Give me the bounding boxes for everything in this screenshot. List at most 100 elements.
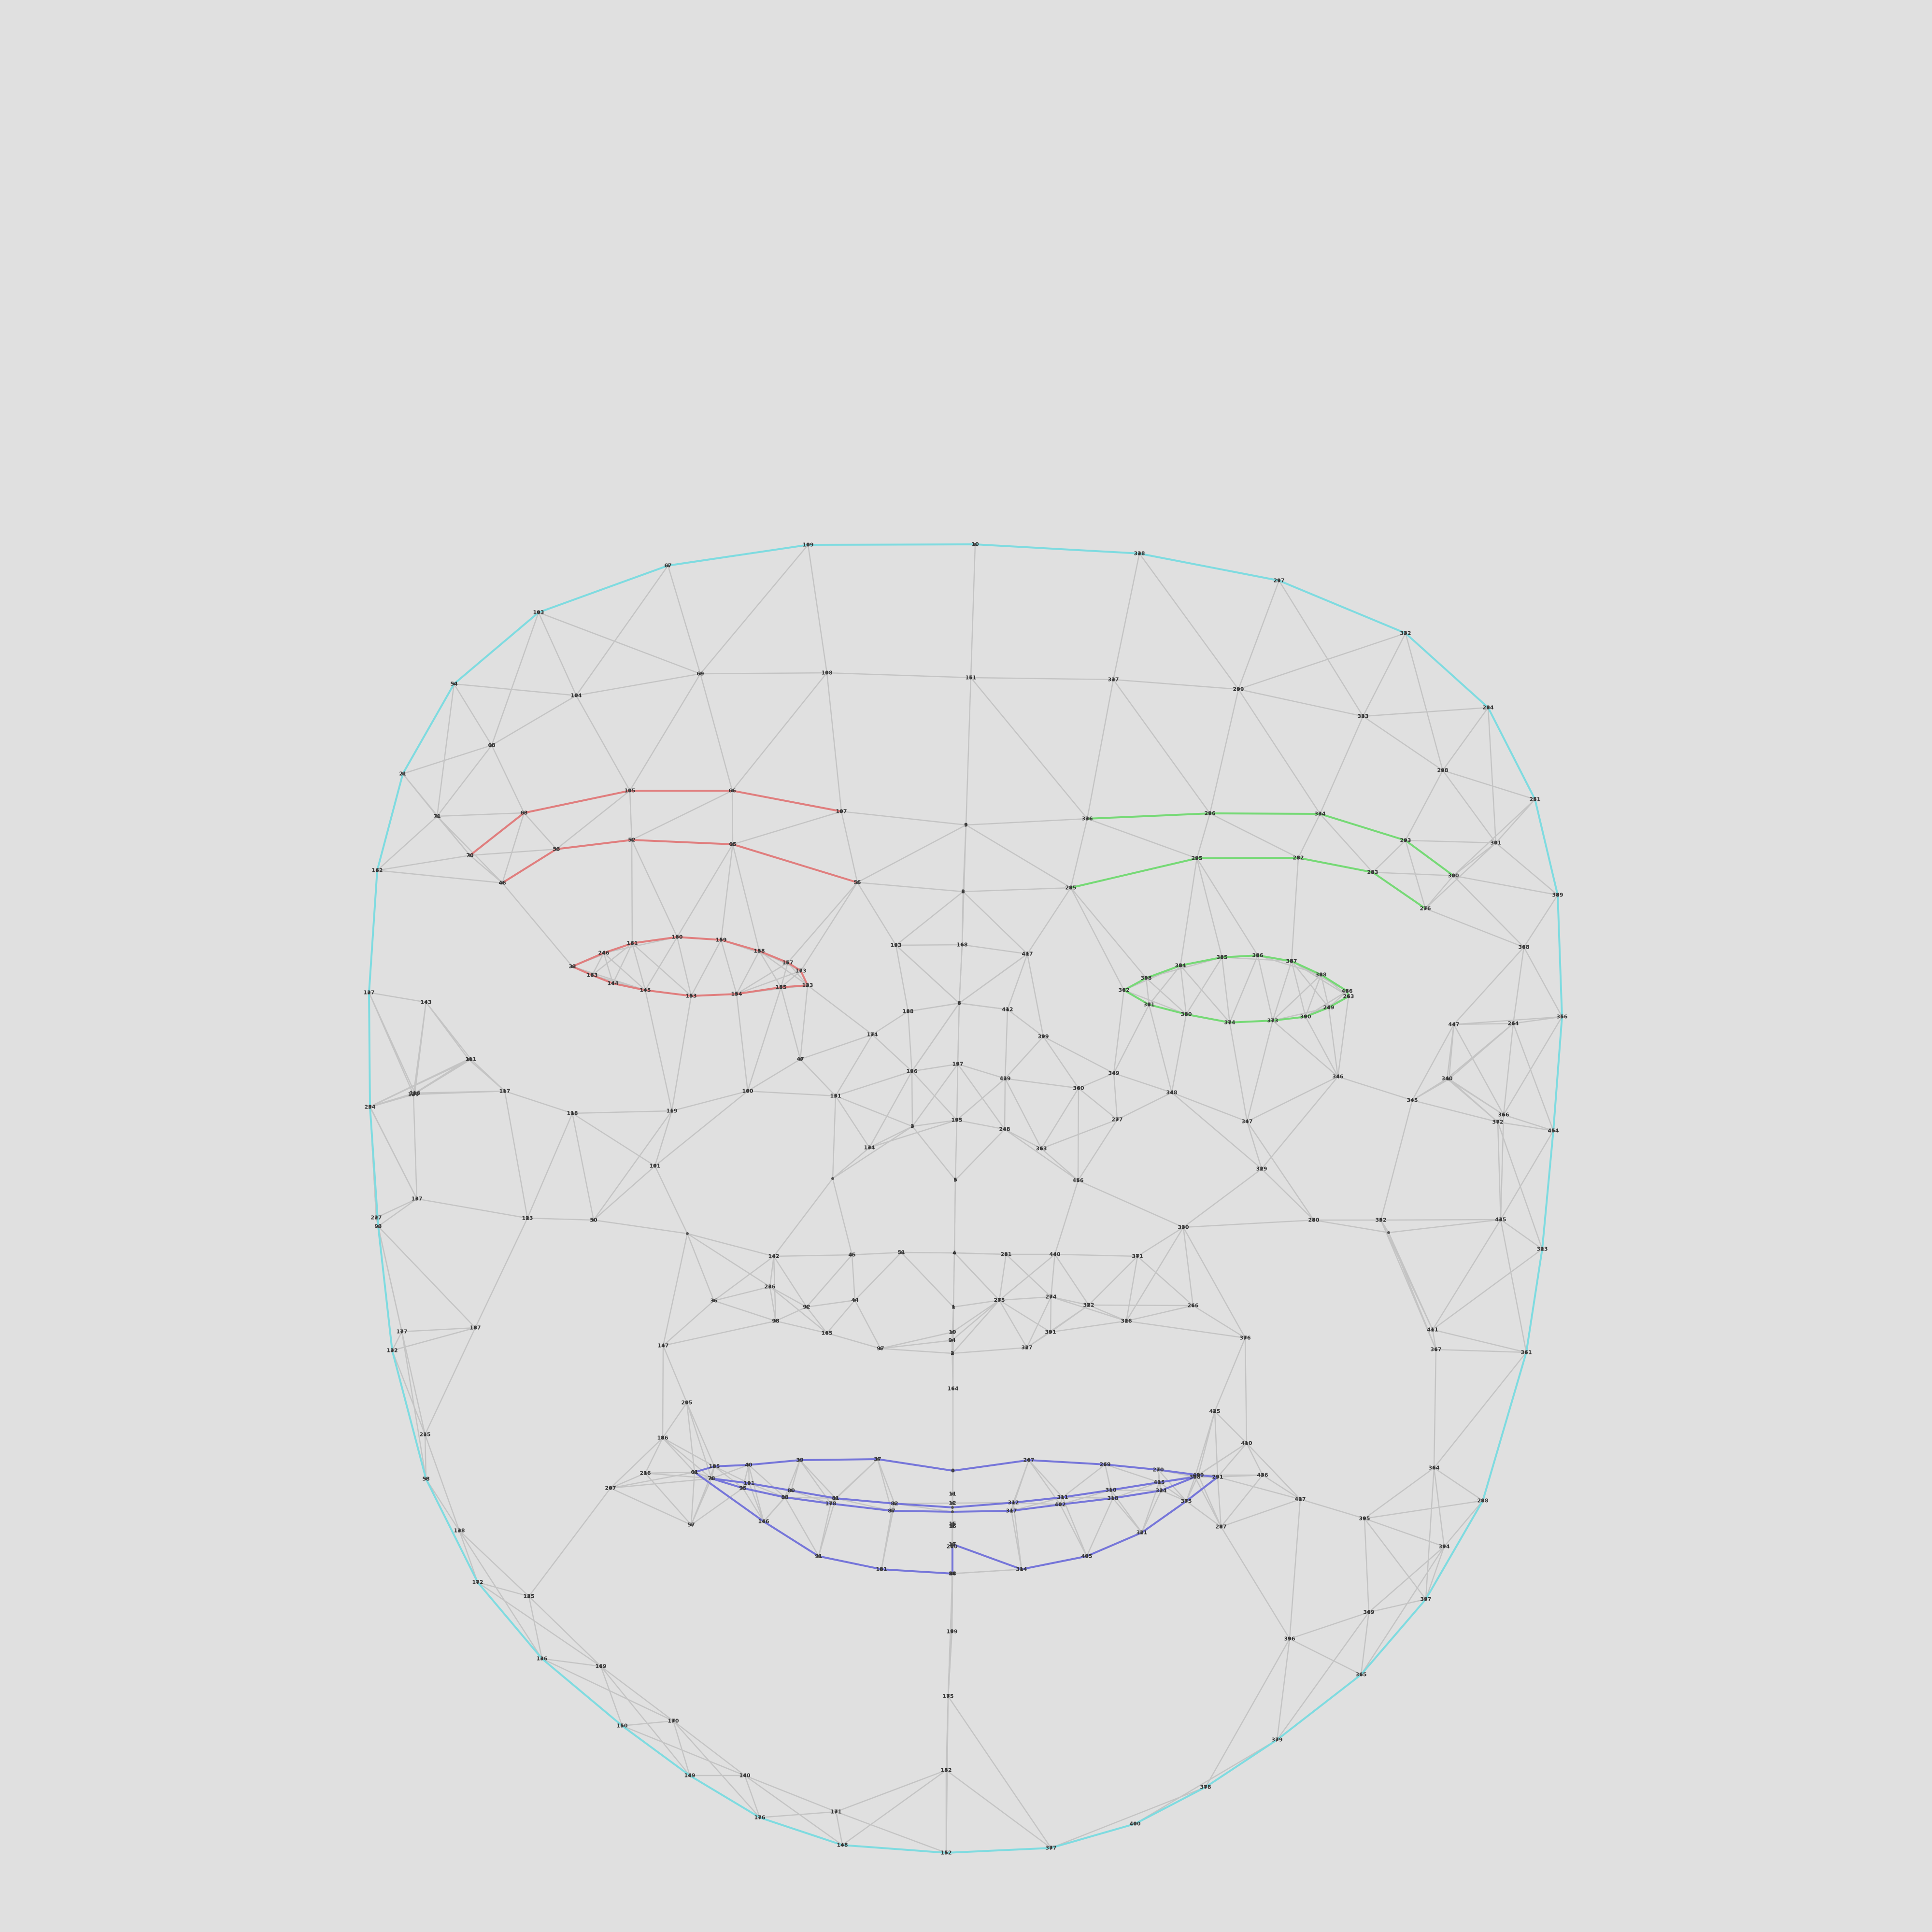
mesh-edge	[474, 1218, 528, 1328]
mesh-edge	[1197, 1475, 1222, 1527]
mesh-edge	[593, 1110, 673, 1221]
landmark-label: 100	[742, 1088, 753, 1094]
mesh-edge	[1257, 955, 1274, 1021]
landmark-point	[1319, 812, 1321, 815]
landmark-point	[1112, 1072, 1115, 1075]
landmark-point	[490, 744, 493, 747]
landmark-label: 46	[498, 880, 506, 886]
mesh-edge	[541, 1658, 601, 1667]
landmark-point	[851, 1253, 853, 1256]
mesh-edge	[631, 943, 646, 991]
right-eye-contour	[1123, 954, 1350, 1023]
landmark-label: 270	[1153, 1467, 1164, 1473]
mesh-edge	[732, 810, 842, 845]
landmark-label: 388	[1316, 972, 1327, 978]
mesh-edge	[1380, 1220, 1437, 1350]
mesh-edge	[491, 695, 577, 746]
mesh-edge	[538, 612, 577, 696]
landmark-label: 466	[1342, 988, 1353, 994]
mesh-edge	[1062, 1464, 1106, 1498]
landmark-label: 40	[745, 1462, 753, 1468]
mesh-edge	[998, 1300, 1028, 1348]
landmark-label: 385	[1217, 954, 1228, 961]
landmark-label: 314	[1016, 1566, 1027, 1573]
landmark-point	[425, 1001, 427, 1004]
landmark-point	[1053, 1253, 1056, 1256]
mesh-edge	[1028, 1460, 1061, 1505]
landmark-point	[1290, 960, 1293, 963]
mesh-edge	[851, 1254, 856, 1301]
mesh-edge	[1078, 1088, 1118, 1120]
landmark-label: 81	[832, 1495, 839, 1502]
landmark-label: 372	[1492, 1119, 1504, 1125]
mesh-edge	[784, 1460, 801, 1498]
landmark-label: 333	[1358, 713, 1369, 720]
mesh-edge	[469, 848, 557, 856]
mesh-edge	[1026, 953, 1044, 1037]
landmark-point	[621, 1724, 624, 1727]
landmark-label: 51	[897, 1250, 905, 1256]
landmark-point	[806, 984, 809, 987]
mesh-edge	[742, 1488, 765, 1522]
mesh-edge	[742, 1464, 750, 1489]
mesh-edge	[402, 744, 492, 775]
landmark-label: 336	[1082, 816, 1093, 822]
mesh-edge	[1113, 1072, 1172, 1094]
landmark-point	[780, 986, 782, 989]
mesh-edge	[868, 1071, 913, 1148]
mesh-edge	[956, 1119, 1005, 1130]
landmark-point	[747, 1463, 750, 1466]
mesh-edge	[612, 943, 633, 984]
landmark-label: 140	[739, 1773, 751, 1779]
mesh-edge	[953, 1179, 956, 1253]
landmark-label: 395	[1359, 1516, 1370, 1522]
mesh-edge	[687, 1233, 770, 1288]
landmark-point	[425, 1477, 427, 1480]
landmark-point	[1561, 1015, 1563, 1018]
landmark-point	[1256, 954, 1259, 957]
mesh-edge	[1503, 1114, 1554, 1132]
mesh-edge	[1364, 1467, 1435, 1520]
landmark-point	[1502, 1113, 1505, 1116]
mesh-edge	[946, 1769, 1051, 1849]
mesh-edge	[1360, 1546, 1445, 1675]
landmark-label: 88	[781, 1494, 788, 1501]
landmark-label: 412	[1002, 1007, 1013, 1013]
landmark-point	[790, 1489, 793, 1492]
mesh-edge	[842, 1769, 947, 1846]
landmark-label: 340	[1442, 1076, 1453, 1082]
mesh-edge	[799, 1460, 836, 1499]
mesh-edge	[773, 1256, 808, 1307]
landmark-label: 61	[691, 1469, 698, 1476]
landmark-label: 157	[782, 960, 794, 966]
landmark-point	[690, 1523, 693, 1526]
mesh-edge	[576, 673, 701, 696]
mesh-edge	[1244, 1337, 1248, 1444]
landmark-point	[951, 1502, 954, 1505]
mesh-edges	[368, 543, 1563, 1854]
landmark-point	[667, 564, 669, 567]
mesh-edge	[784, 1497, 820, 1557]
landmark-point	[962, 890, 965, 893]
landmark-point	[555, 848, 558, 851]
landmark-point	[1148, 1003, 1151, 1006]
mesh-edge	[1261, 1168, 1314, 1221]
mesh-edge	[1054, 1254, 1090, 1306]
landmark-point	[693, 1471, 696, 1474]
landmark-point	[910, 1070, 913, 1073]
landmark-label: 390	[1300, 1014, 1311, 1020]
landmark-label: 33	[568, 964, 576, 970]
landmark-point	[1104, 1463, 1107, 1466]
landmark-label: 5	[953, 1177, 957, 1183]
mesh-edge	[1070, 887, 1147, 979]
mesh-edge	[1005, 1078, 1079, 1089]
mesh-edge	[663, 1320, 776, 1347]
mesh-edge	[769, 1286, 777, 1321]
landmark-point	[786, 961, 789, 964]
landmark-label: 327	[1022, 1345, 1033, 1351]
landmark-label: 447	[1449, 1022, 1460, 1028]
landmark-point	[699, 672, 702, 675]
landmark-point	[945, 1769, 948, 1772]
landmark-point	[1026, 952, 1029, 955]
